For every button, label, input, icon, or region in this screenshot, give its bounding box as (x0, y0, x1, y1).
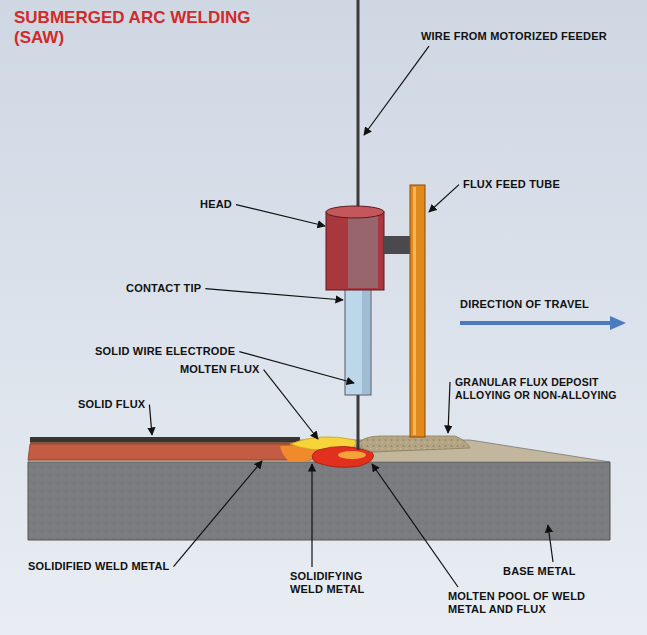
solid-flux (30, 437, 300, 442)
bracket (384, 236, 411, 254)
leader-line (429, 185, 459, 212)
part-label: WIRE FROM MOTORIZED FEEDER (421, 30, 607, 43)
solid-flux-edge (30, 442, 300, 444)
part-label: SOLIDIFYING WELD METAL (290, 570, 390, 596)
part-label: CONTACT TIP (126, 282, 201, 295)
part-label: MOLTEN FLUX (180, 363, 260, 376)
part-label: MOLTEN POOL OF WELD METAL AND FLUX (448, 590, 618, 616)
leader-line (311, 464, 312, 567)
leader-line (174, 461, 263, 567)
leader-line (236, 205, 325, 226)
leader-line (264, 370, 318, 439)
part-label: SOLID WIRE ELECTRODE (95, 345, 235, 358)
part-label: BASE METAL (503, 565, 576, 578)
travel-arrowhead (610, 316, 626, 330)
welding-head (326, 212, 384, 290)
welding-head-top (326, 206, 384, 218)
part-label: SOLIDIFIED WELD METAL (28, 560, 170, 573)
molten-pool-glow (338, 451, 366, 459)
leader-line (372, 464, 458, 587)
part-label: GRANULAR FLUX DEPOSIT ALLOYING OR NON-AL… (455, 376, 640, 401)
leader-line (364, 46, 429, 135)
leader-line (149, 405, 152, 435)
travel-arrow (460, 321, 612, 325)
base-metal-front (28, 462, 610, 540)
leader-line (548, 525, 553, 562)
contact-tip-shade (362, 290, 370, 394)
flux-feed-tube (410, 185, 425, 437)
diagram-title: SUBMERGED ARC WELDING (SAW) (14, 8, 264, 49)
flux-deposit (356, 436, 470, 452)
flux-feed-tube-shine (413, 187, 416, 435)
contact-tip (345, 289, 371, 395)
welding-head-shade (348, 214, 378, 288)
part-label: DIRECTION OF TRAVEL (460, 298, 589, 311)
leader-line (448, 382, 450, 433)
molten-pool (312, 446, 373, 467)
part-label: FLUX FEED TUBE (463, 178, 560, 191)
leader-line (205, 289, 343, 300)
part-label: HEAD (200, 198, 232, 211)
part-label: SOLID FLUX (78, 398, 145, 411)
